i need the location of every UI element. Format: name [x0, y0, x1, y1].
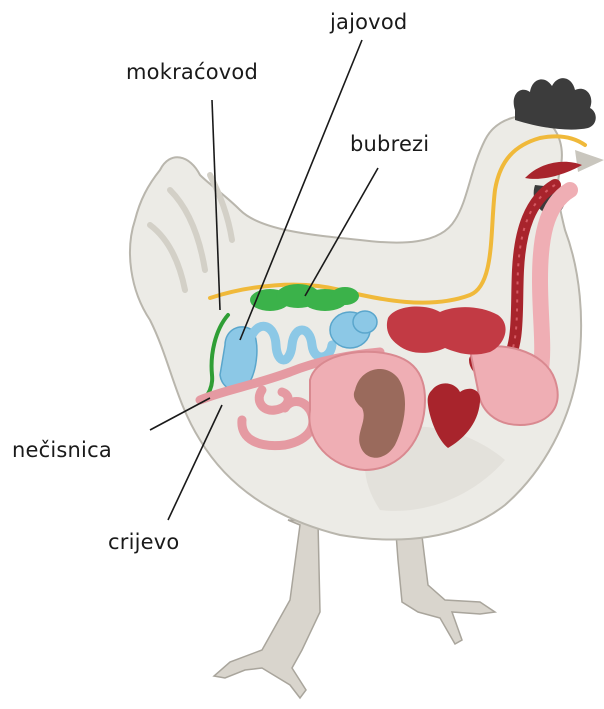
label-jajovod: jajovod: [330, 10, 407, 34]
label-mokracovod: mokraćovod: [126, 60, 258, 84]
label-necisnica: nečisnica: [12, 438, 112, 462]
beak: [575, 150, 604, 172]
liver: [387, 306, 506, 354]
label-crijevo: crijevo: [108, 530, 179, 554]
label-bubrezi: bubrezi: [350, 132, 429, 156]
comb: [514, 78, 596, 129]
left-leg: [214, 520, 320, 698]
legs: [214, 520, 495, 698]
